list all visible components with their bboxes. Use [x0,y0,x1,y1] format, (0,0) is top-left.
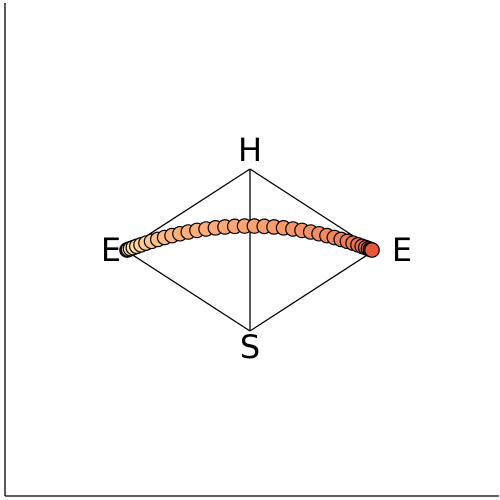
edge-right-bottom [249,249,376,332]
label-bottom: S [240,328,260,366]
diamond-edges [124,168,376,332]
trajectory-markers [119,218,380,258]
label-top: H [238,131,262,169]
label-right: E [392,231,412,269]
edge-bottom-left [124,249,251,332]
trajectory-point [364,242,380,258]
label-left: E [101,231,121,269]
